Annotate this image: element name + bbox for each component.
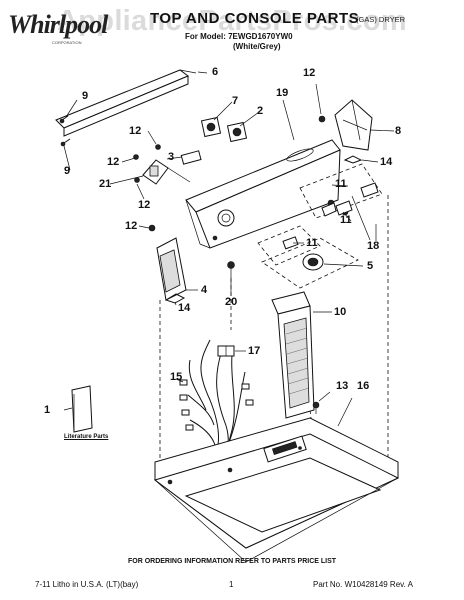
screws-12 (133, 115, 326, 232)
callout-15: 15 (170, 371, 183, 383)
rear-bracket (55, 69, 197, 137)
knob-5 (261, 237, 359, 289)
callout-17: 17 (248, 345, 261, 357)
model-line: For Model: 7EWGD1670YW0 (185, 32, 293, 41)
callout-12-d: 12 (125, 220, 138, 232)
right-bracket-8 (334, 99, 373, 151)
lint-screen-10 (271, 291, 315, 419)
brand-sub: CORPORATION (52, 40, 82, 45)
end-cap-4 (156, 237, 187, 301)
callout-6: 6 (212, 66, 219, 78)
leader-lines (63, 71, 395, 427)
callout-16: 16 (357, 380, 370, 392)
dryer-top-16 (153, 417, 400, 563)
callout-1: 1 (44, 404, 51, 416)
header-right-label: (GAS) DRYER (356, 15, 406, 24)
callout-14-top: 14 (380, 156, 393, 168)
literature-booklet-1 (71, 385, 93, 433)
callout-11-a: 11 (335, 178, 347, 190)
callout-3: 3 (168, 151, 175, 163)
callout-11-b: 11 (340, 214, 352, 226)
brand-logo: Whirlpool (8, 10, 108, 39)
footer-part-number: Part No. W10428149 Rev. A (313, 580, 413, 589)
screw-20 (227, 261, 235, 278)
callout-19: 19 (276, 87, 289, 99)
clip-14-top (343, 155, 363, 164)
footer-litho: 7-11 Litho in U.S.A. (LT)(bay) (35, 580, 139, 589)
screw-9-top (59, 115, 69, 124)
callout-18: 18 (367, 240, 380, 252)
footer-page-number: 1 (229, 580, 234, 589)
callout-21: 21 (99, 178, 112, 190)
callout-12-c: 12 (138, 199, 151, 211)
callout-12-top: 12 (303, 67, 316, 79)
callout-8: 8 (395, 125, 402, 137)
callout-4: 4 (201, 284, 208, 296)
callout-9-bottom: 9 (64, 165, 71, 177)
knob-group-18 (257, 163, 383, 266)
callout-10: 10 (334, 306, 347, 318)
bracket-21 (142, 159, 191, 185)
console-panel (185, 139, 349, 249)
literature-label: Literature Parts (64, 434, 109, 440)
color-line: (White/Grey) (233, 42, 281, 51)
callout-2: 2 (257, 105, 264, 117)
clip-14-bottom (164, 293, 186, 304)
callout-12-a: 12 (129, 125, 142, 137)
callout-7: 7 (232, 95, 239, 107)
callout-5: 5 (367, 260, 374, 272)
screw-9-bottom (60, 138, 71, 147)
page-title: TOP AND CONSOLE PARTS (150, 10, 360, 27)
ordering-note: FOR ORDERING INFORMATION REFER TO PARTS … (127, 558, 337, 565)
callout-12-b: 12 (107, 156, 120, 168)
connector-17 (217, 345, 235, 357)
callout-14-bottom: 14 (178, 302, 191, 314)
callout-13: 13 (336, 380, 349, 392)
callout-11-c: 11 (306, 237, 318, 249)
callout-9-top: 9 (82, 90, 89, 102)
callout-20: 20 (225, 296, 238, 308)
switch-7 (200, 116, 222, 138)
switch-2 (226, 121, 248, 143)
screw-13 (312, 401, 320, 414)
part-3 (180, 150, 202, 165)
